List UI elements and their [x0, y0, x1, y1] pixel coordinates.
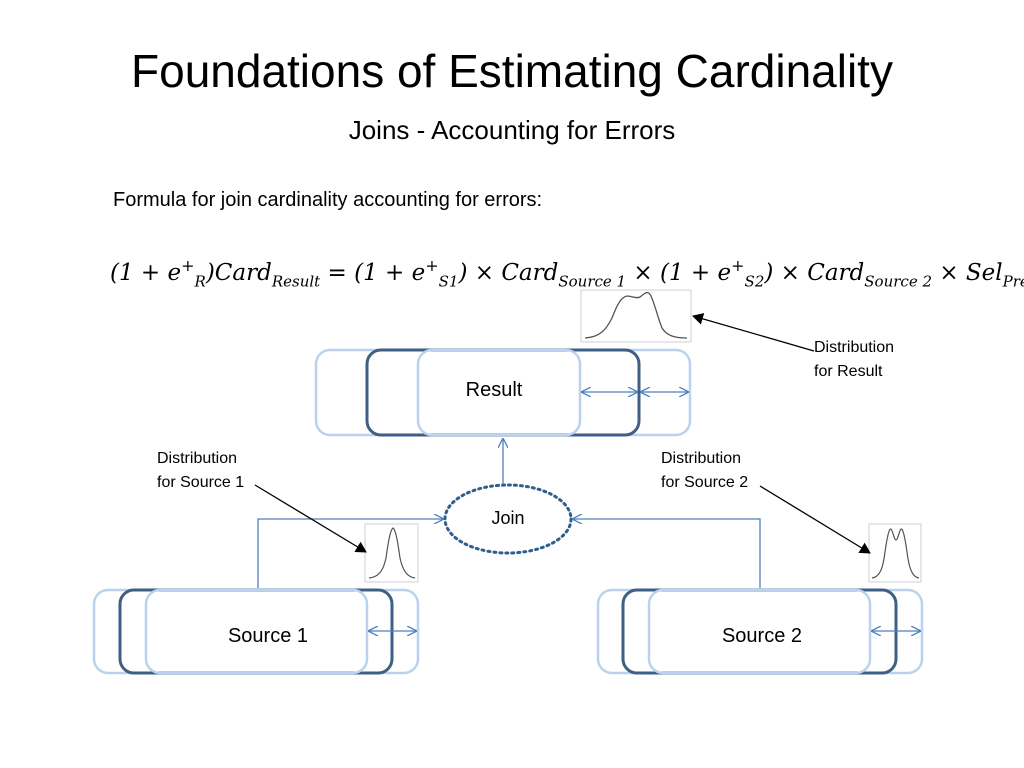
slide-subtitle: Joins - Accounting for Errors [348, 115, 676, 145]
formula-lhs-card-sub: Result [271, 272, 321, 291]
source2-distribution-curve [871, 528, 920, 579]
source2-label: Source 2 [722, 625, 802, 647]
formula-s1-open: (1 + e [354, 259, 426, 286]
result-error-range-inner [416, 348, 582, 437]
source2-callout-line2: for Source 2 [661, 474, 749, 491]
source1-to-join-arrow [257, 519, 443, 588]
result-distribution-chart [580, 289, 692, 343]
join-cardinality-formula: (1 + e+R)CardResult = (1 + e+S1) × CardS… [110, 244, 1024, 291]
result-box-group: Result [314, 348, 692, 437]
formula-lhs-card: )Card [205, 259, 272, 286]
formula-lhs-sup: + [181, 256, 195, 275]
source1-callout-pointer [254, 484, 367, 553]
join-node [443, 483, 573, 555]
slide-title: Foundations of Estimating Cardinality [131, 45, 893, 97]
source1-label: Source 1 [228, 625, 308, 647]
formula-s1-card-sub: Source 1 [558, 272, 627, 291]
formula-equals: = [320, 259, 355, 286]
result-callout-pointer [692, 313, 815, 352]
result-distribution-callout: Distribution for Result [814, 336, 894, 384]
result-label: Result [466, 379, 523, 401]
formula-sel: × Sel [932, 259, 1003, 286]
formula-times: × [626, 259, 661, 286]
source2-distribution-callout: Distribution for Source 2 [661, 447, 748, 495]
source2-to-join-arrow [573, 519, 761, 588]
formula-lhs-open: (1 + e [110, 259, 182, 286]
result-callout-line1: Distribution [814, 339, 895, 356]
formula-s2-sub: S2 [744, 272, 765, 291]
result-distribution-curve [584, 291, 688, 339]
formula-lhs-sub: R [194, 272, 206, 291]
source1-distribution-chart [364, 523, 419, 583]
source1-distribution-callout: Distribution for Source 1 [157, 447, 244, 495]
source2-distribution-chart [868, 523, 922, 583]
source1-callout-line2: for Source 1 [157, 474, 245, 491]
source2-box-group: Source 2 [596, 588, 924, 675]
source1-box-group: Source 1 [92, 588, 420, 675]
join-label: Join [491, 508, 524, 528]
source1-distribution-curve [368, 527, 416, 579]
formula-s1-card: ) × Card [458, 259, 559, 286]
formula-s1-sup: + [425, 256, 439, 275]
formula-sel-sub: Pred [1002, 272, 1024, 291]
source2-callout-pointer [759, 485, 871, 554]
formula-intro-text: Formula for join cardinality accounting … [113, 189, 543, 211]
formula-s2-open: (1 + e [660, 259, 732, 286]
result-callout-line2: for Result [814, 363, 883, 380]
formula-s2-card-sub: Source 2 [864, 272, 933, 291]
source2-callout-line1: Distribution [661, 450, 742, 467]
source1-error-range-inner [144, 588, 369, 675]
source2-error-range-inner [647, 588, 872, 675]
source1-callout-line1: Distribution [157, 450, 238, 467]
formula-s2-sup: + [731, 256, 745, 275]
formula-s2-card: ) × Card [764, 259, 865, 286]
formula-s1-sub: S1 [438, 272, 459, 291]
